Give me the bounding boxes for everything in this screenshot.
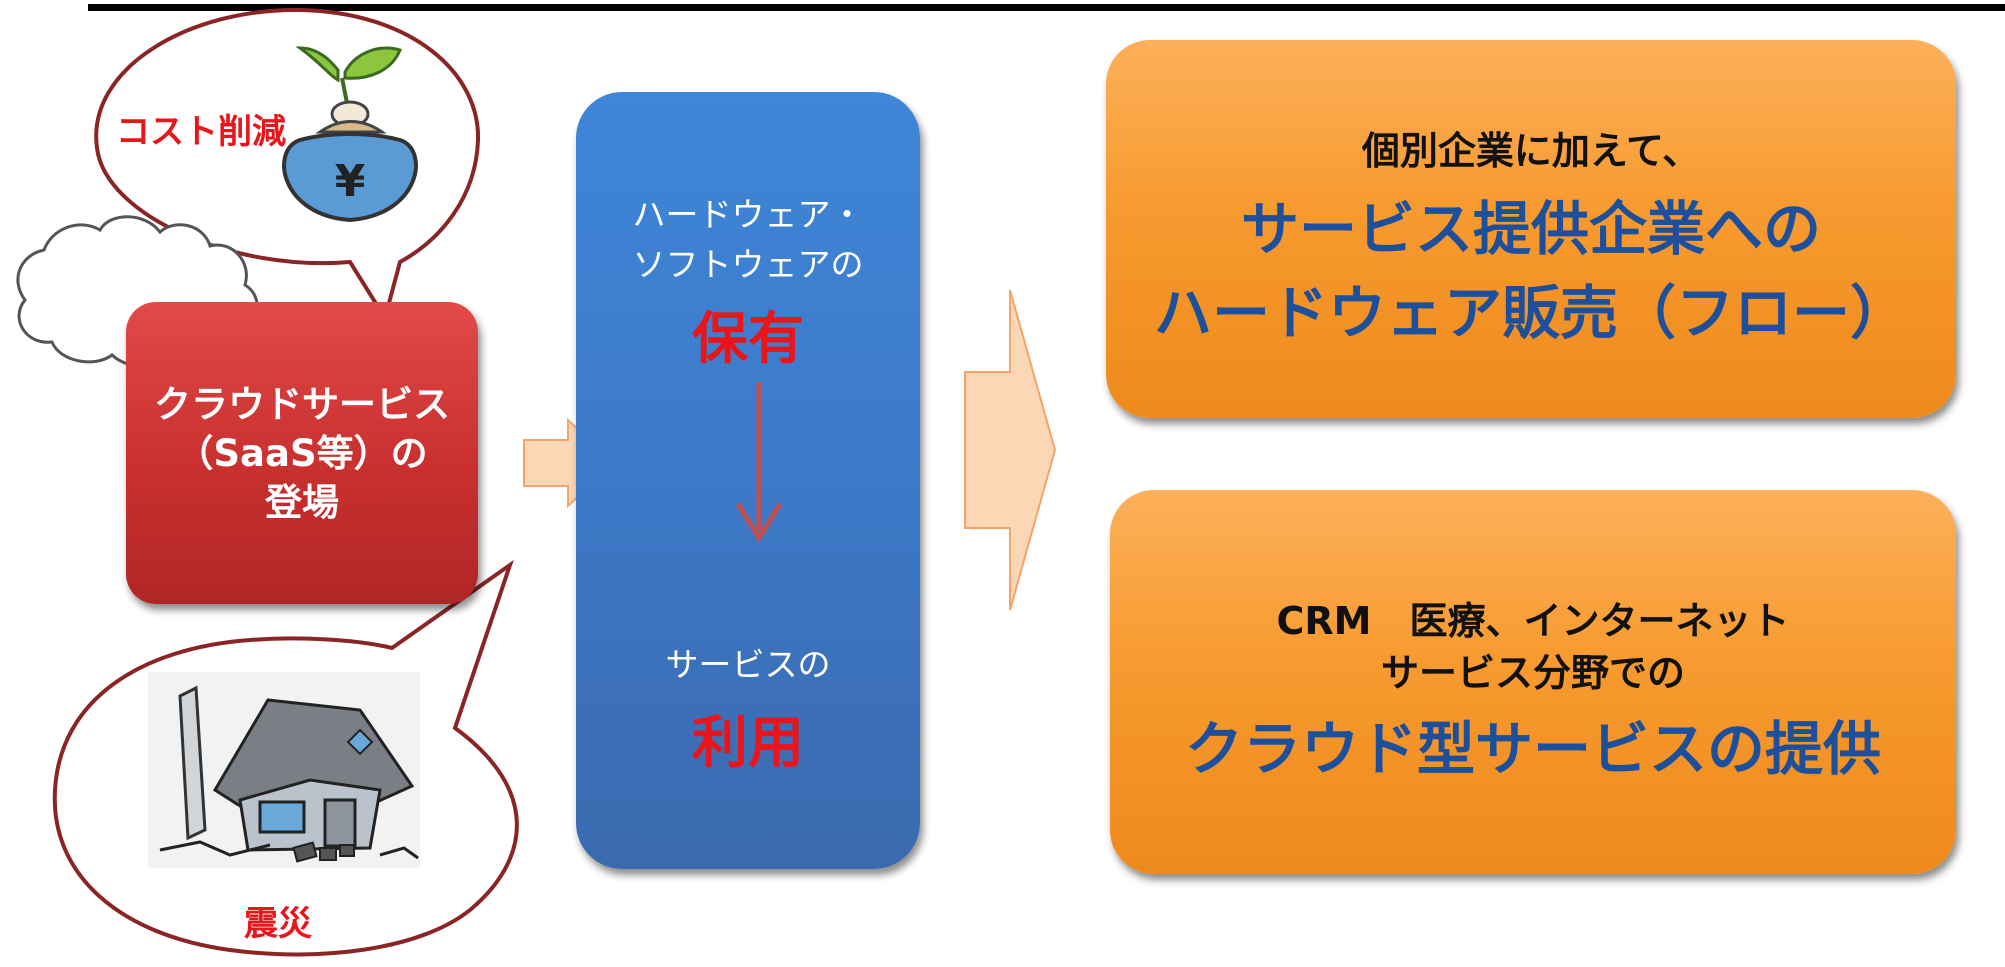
disaster-label: 震災 (244, 904, 312, 944)
cost-reduction-label: コスト削減 (116, 112, 286, 152)
cloud-service-line2: （SaaS等）の (176, 431, 428, 475)
yen-symbol: ¥ (335, 156, 366, 207)
hardware-sales-box: 個別企業に加えて、 サービス提供企業への ハードウェア販売（フロー） (1106, 40, 1956, 418)
own-big-label: 保有 (692, 307, 804, 372)
use-big-label: 利用 (692, 711, 804, 776)
use-line: サービスの (665, 645, 831, 684)
cloud-provision-box: CRM 医療、インターネット サービス分野での クラウド型サービスの提供 (1110, 490, 1956, 874)
own-line2: ソフトウェアの (632, 245, 864, 284)
cloud-provision-line1: CRM 医療、インターネット (1276, 599, 1790, 643)
coin-purse-illustration (282, 46, 418, 223)
cloud-service-line3: 登場 (265, 480, 339, 524)
cloud-service-box: クラウドサービス （SaaS等）の 登場 (126, 302, 478, 604)
arrow-right-large (964, 289, 1057, 611)
own-line1: ハードウェア・ (632, 195, 864, 234)
cloud-provision-line2: サービス分野での (1380, 651, 1685, 695)
down-arrow (735, 382, 783, 543)
cloud-provision-line3: クラウド型サービスの提供 (1184, 715, 1881, 783)
cloud-service-line1: クラウドサービス (154, 382, 450, 426)
hardware-sales-line3: ハードウェア販売（フロー） (1153, 279, 1908, 347)
hardware-sales-line1: 個別企業に加えて、 (1361, 129, 1701, 173)
hardware-sales-line2: サービス提供企業への (1240, 195, 1821, 263)
damaged-house-illustration (148, 672, 420, 868)
top-rule (88, 4, 2005, 11)
ownership-to-usage-box: ハードウェア・ ソフトウェアの 保有 サービスの 利用 (576, 92, 920, 869)
